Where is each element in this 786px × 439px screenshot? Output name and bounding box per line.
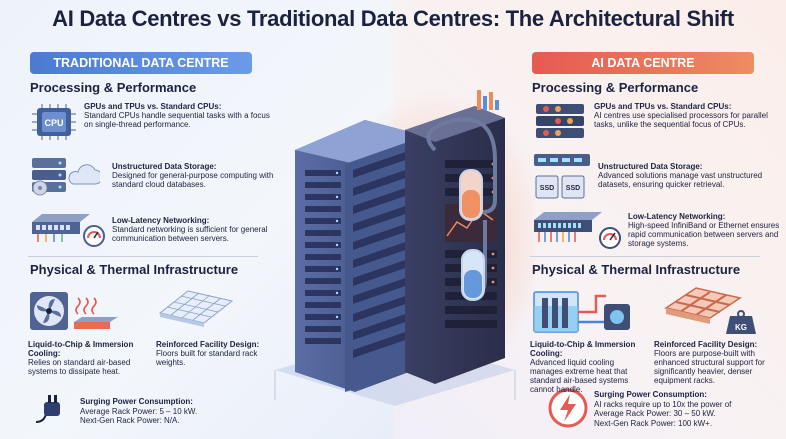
left-power-line1: Average Rack Power: 5 – 10 kW. xyxy=(80,406,198,416)
immersion-cooling-icon xyxy=(533,291,630,333)
right-section-physical: Physical & Thermal Infrastructure xyxy=(532,262,741,277)
ai-banner: AI DATA CENTRE xyxy=(532,52,754,74)
left-network-title: Low-Latency Networking: xyxy=(112,216,210,225)
right-storage-item: Unstructured Data Storage: Advanced solu… xyxy=(598,162,778,189)
cpu-chip-label: CPU xyxy=(44,118,63,128)
left-cooling-item: Liquid-to-Chip & Immersion Cooling: Reli… xyxy=(28,340,146,376)
power-bolt-icon xyxy=(548,388,588,428)
right-power-item: Surging Power Consumption: AI racks requ… xyxy=(594,390,784,428)
right-cooling-title: Liquid-to-Chip & Immersion Cooling: xyxy=(530,340,636,358)
left-compute-body: Standard CPUs handle sequential tasks wi… xyxy=(84,111,270,129)
server-rack-illustration xyxy=(274,90,535,406)
right-compute-body: AI centres use specialised processors fo… xyxy=(594,111,768,129)
left-section-physical: Physical & Thermal Infrastructure xyxy=(30,262,239,277)
left-cooling-title: Liquid-to-Chip & Immersion Cooling: xyxy=(28,340,134,358)
left-facility-title: Reinforced Facility Design: xyxy=(156,340,260,349)
right-power-line3: Next-Gen Rack Power: 100 kW+. xyxy=(594,418,713,428)
right-divider xyxy=(530,256,760,257)
left-storage-title: Unstructured Data Storage: xyxy=(112,162,217,171)
infiniband-switch-icon xyxy=(534,212,621,249)
left-facility-item: Reinforced Facility Design: Floors built… xyxy=(156,340,266,367)
air-cooling-fan-icon xyxy=(30,292,118,330)
left-power-line2: Next-Gen Rack Power: N/A. xyxy=(80,416,180,425)
right-power-title: Surging Power Consumption: xyxy=(594,390,707,399)
ssd-label-2: SSD xyxy=(566,185,580,192)
right-compute-title: GPUs and TPUs vs. Standard CPUs: xyxy=(594,102,732,111)
network-switch-icon xyxy=(32,214,105,247)
left-section-processing: Processing & Performance xyxy=(30,80,197,95)
left-network-body: Standard networking is sufficient for ge… xyxy=(112,225,268,243)
right-facility-body: Floors are purpose-built with enhanced s… xyxy=(654,349,765,385)
right-network-title: Low-Latency Networking: xyxy=(628,212,726,221)
left-compute-title: GPUs and TPUs vs. Standard CPUs: xyxy=(84,102,222,111)
right-network-item: Low-Latency Networking: High-speed Infin… xyxy=(628,212,782,248)
right-facility-item: Reinforced Facility Design: Floors are p… xyxy=(654,340,784,385)
ssd-storage-icon: SSD SSD xyxy=(534,154,590,199)
reinforced-floor-icon: KG xyxy=(664,287,756,334)
right-storage-title: Unstructured Data Storage: xyxy=(598,162,703,171)
left-cooling-body: Relies on standard air-based systems to … xyxy=(28,358,131,376)
right-network-body: High-speed InfiniBand or Ethernet ensure… xyxy=(628,221,780,248)
standard-floor-icon xyxy=(158,290,234,327)
cpu-chip-icon: CPU xyxy=(32,104,76,140)
right-storage-body: Advanced solutions manage vast unstructu… xyxy=(598,171,763,189)
left-storage-body: Designed for general-purpose computing w… xyxy=(112,171,274,189)
left-facility-body: Floors built for standard rack weights. xyxy=(156,349,258,367)
right-power-line1: AI racks require up to 10x the power of xyxy=(594,399,732,409)
left-compute-item: GPUs and TPUs vs. Standard CPUs: Standar… xyxy=(84,102,274,129)
right-facility-title: Reinforced Facility Design: xyxy=(654,340,758,349)
server-cloud-icon xyxy=(32,158,100,196)
ssd-label-1: SSD xyxy=(540,185,554,192)
gpu-cards-icon xyxy=(536,104,584,138)
power-plug-icon xyxy=(35,395,60,423)
right-section-processing: Processing & Performance xyxy=(532,80,699,95)
right-cooling-body: Advanced liquid cooling manages extreme … xyxy=(530,358,629,394)
traditional-banner: TRADITIONAL DATA CENTRE xyxy=(30,52,252,74)
left-storage-item: Unstructured Data Storage: Designed for … xyxy=(112,162,282,189)
left-network-item: Low-Latency Networking: Standard network… xyxy=(112,216,282,243)
kg-weight-label: KG xyxy=(735,323,747,332)
page-title: AI Data Centres vs Traditional Data Cent… xyxy=(52,6,734,31)
right-cooling-item: Liquid-to-Chip & Immersion Cooling: Adva… xyxy=(530,340,648,394)
left-power-item: Surging Power Consumption: Average Rack … xyxy=(80,397,280,426)
right-power-line2: Average Rack Power: 30 – 50 kW. xyxy=(594,409,716,418)
right-compute-item: GPUs and TPUs vs. Standard CPUs: AI cent… xyxy=(594,102,780,129)
left-divider xyxy=(28,256,258,257)
left-power-title: Surging Power Consumption: xyxy=(80,397,193,406)
